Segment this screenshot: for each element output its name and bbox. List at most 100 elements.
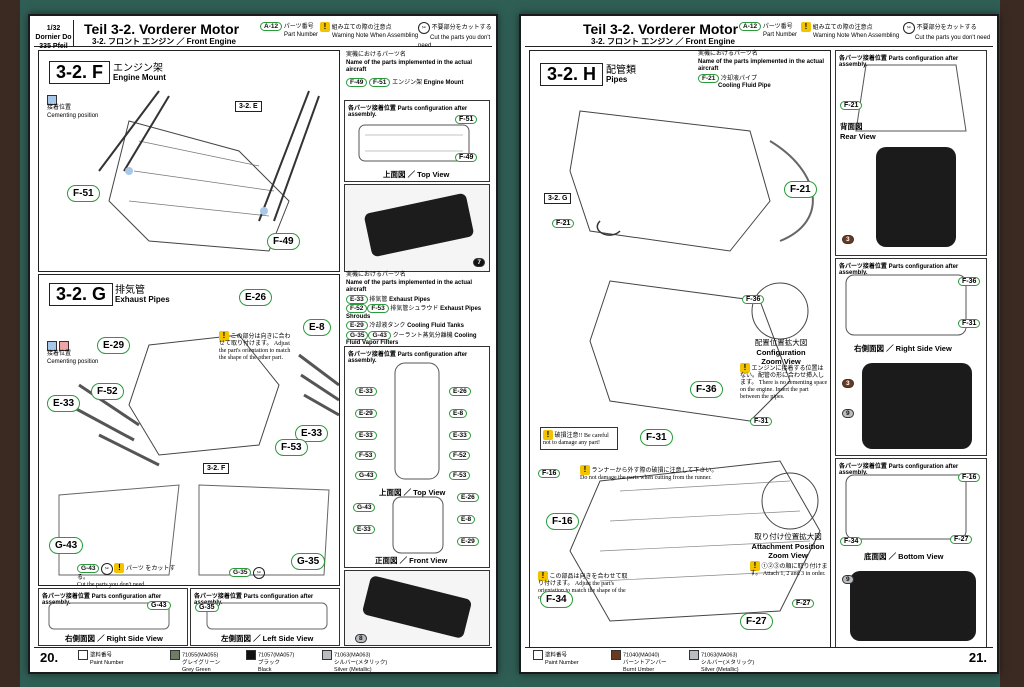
section-h-en: Pipes	[606, 75, 628, 84]
section-f-label: 3-2. F	[49, 61, 111, 84]
g35-cut-badge: G-35	[229, 568, 252, 577]
legend-part-en: Part Number	[284, 32, 319, 38]
right-legend-part: A-12 パーツ番号 Part Number	[739, 22, 797, 39]
part-f49: F-49	[267, 233, 300, 250]
h-right-config-jp: 各パーツ接着位置	[839, 264, 887, 270]
f-actual-en: Name of the parts implemented in the act…	[346, 59, 473, 74]
part-f51: F-51	[67, 185, 100, 202]
legend-warn-jp: 組み立ての際の注意点	[331, 25, 392, 31]
g-actual-en-3: Cooling Fluid Tanks	[407, 323, 464, 329]
h-rear-config-en: Parts configuration after assembly.	[839, 56, 959, 68]
f-photo-box: 7	[344, 184, 490, 272]
h-attach-zoom-jp: 取り付け位置拡大図	[754, 532, 822, 541]
g-part-e33-left: E-33	[47, 395, 81, 412]
f-photo-engine	[363, 192, 475, 258]
g-config-jp: 各パーツ接着位置	[348, 352, 396, 358]
g-part-e26: E-26	[239, 289, 273, 306]
cut-icon: ✂	[418, 22, 430, 34]
right-legend-cut: ✂ 不要部分をカットする Cut the parts you don't nee…	[903, 22, 990, 42]
left-paint-3: 71063(MA063) シルバー(メタリック) Silver (Metalli…	[322, 650, 388, 672]
right-page: Teil 3-2. Vorderer Motor 3-2. フロント エンジン …	[519, 14, 999, 674]
h-rear-config-jp: 各パーツ接着位置	[839, 56, 887, 62]
section-f-en: Engine Mount	[113, 73, 166, 82]
left-paint-3-jp: シルバー(メタリック)	[334, 660, 388, 666]
legend-part-jp: パーツ番号	[283, 24, 314, 30]
g-actual-en-1: Exhaust Pipes	[389, 296, 431, 303]
right-paint-2: 71063(MA063) シルバー(メタリック) Silver (Metalli…	[689, 650, 754, 673]
paint-swatch-silver-right	[689, 650, 699, 660]
right-paint-legend: 塗料番号 Paint Number	[533, 650, 579, 667]
page-subtitle: 3-2. フロント エンジン ／ Front Engine	[92, 37, 237, 46]
right-paint-2-en: Silver (Metallic)	[701, 666, 739, 673]
left-paint-2-jp: ブラック	[258, 660, 281, 666]
f-actual-item-jp: エンジン架	[392, 79, 423, 86]
g-warn-en: Adjust the part's orientation to match t…	[219, 341, 291, 361]
g-cfg-f52-a: F-52	[449, 451, 471, 460]
g-actual-jp-4: クーラント蒸気分離機	[392, 332, 453, 339]
f-paint-7: 7	[473, 258, 485, 267]
right-legend-cut-jp: 不要部分をカットする	[916, 25, 977, 31]
engine-mount-drawing	[98, 90, 320, 252]
g35-cut-note: G-35 ✂	[229, 567, 265, 579]
g-actual-jp-1: 排気管	[369, 296, 388, 303]
f-config-caption: 各パーツ接着位置 Parts configuration after assem…	[348, 103, 489, 118]
g-actual-jp-3: 冷却液タンク	[369, 323, 406, 329]
left-paint-2-code: 71057(MA057)	[258, 652, 295, 659]
g-part-f53: F-53	[275, 439, 308, 456]
paint-swatch-grey-green	[170, 650, 180, 660]
g-right-side-label: 右側面図 ／ Right Side View	[65, 634, 163, 643]
h-careful-icon: !	[543, 430, 553, 440]
h-bottom-config-en: Parts configuration after assembly.	[839, 464, 959, 476]
g-cfg-g43-b: G-43	[353, 503, 376, 512]
h-part-f34: F-34	[540, 591, 573, 608]
h-right-paint-9: 9	[842, 409, 854, 418]
g43-cut-en: Cut the parts you don't need.	[77, 582, 146, 588]
h-part-f16: F-16	[546, 513, 579, 530]
h-right-side-label: 右側面図 ／ Right Side View	[854, 344, 952, 353]
h-part-f31: F-31	[640, 429, 673, 446]
section-g-jp: 排気管	[115, 285, 145, 296]
left-paint-3-code: 71063(MA063)	[334, 652, 371, 659]
right-paint-jp: 塗料番号	[545, 652, 568, 659]
section-h: 3-2. H 配管類 Pipes 実機におけるパーツ名 Name of the …	[529, 50, 831, 648]
h-bottom-config-jp: 各パーツ接着位置	[839, 464, 887, 470]
h-actual-badge: F-21	[698, 73, 720, 83]
cement-jp: 接着位置	[47, 105, 72, 112]
g-cfg-e33-b: E-33	[355, 431, 377, 440]
h-actual-jp: 実機におけるパーツ名	[698, 51, 758, 57]
g43-cut-icon: ✂	[100, 563, 113, 575]
left-paint-1-en: Grey Green	[182, 666, 211, 673]
exhaust-drawing	[58, 334, 339, 576]
g-cfg-e26-b: E-26	[457, 493, 479, 502]
g-cfg-g43-a: G-43	[355, 471, 378, 480]
h-rear-paint-3: 3	[842, 235, 854, 244]
legend-cut-en: Cut the parts you don't need	[418, 35, 491, 49]
h-bottom-caption: 各パーツ接着位置 Parts configuration after assem…	[839, 461, 986, 476]
h-rear-caption: 各パーツ接着位置 Parts configuration after assem…	[839, 53, 986, 68]
g-cfg-e29-b: E-29	[457, 537, 479, 546]
legend-part: A-12 パーツ番号 Part Number	[260, 22, 318, 39]
legend-warn: ! 組み立ての際の注意点 Warning Note When Assemblin…	[320, 22, 418, 40]
left-paint-2-en: Black	[258, 666, 272, 673]
h-rear-box: 各パーツ接着位置 Parts configuration after assem…	[835, 50, 987, 256]
h-rear-view-jp: 背面図	[840, 122, 863, 131]
g-part-e29: E-29	[97, 337, 131, 354]
left-paint-1-jp: グレイグリーン	[182, 660, 221, 666]
g-part-f52: F-52	[91, 383, 124, 400]
h-part-f21-a: F-21	[784, 181, 817, 198]
g-photo-engine	[361, 575, 473, 639]
g-cfg-e26-a: E-26	[449, 387, 471, 396]
h-config-zoom-jp: 配置位置拡大図	[754, 338, 808, 347]
g-top-view-label: 上面図 ／ Top View	[379, 488, 446, 497]
section-g-en: Exhaust Pipes	[115, 295, 170, 304]
h-right-side-drawing	[845, 274, 967, 336]
g-cfg-e33-c: E-33	[449, 431, 471, 440]
g35-cut-icon: ✂	[252, 567, 265, 579]
g43-cut-note: G-43 ✂ ! パーツ をカットする。 Cut the parts you d…	[77, 563, 187, 589]
section-h-jp: 配管類	[606, 65, 636, 76]
section-f-jp: エンジン架	[113, 63, 163, 74]
paint-number-icon	[78, 650, 88, 660]
right-page-title: Teil 3-2. Vorderer Motor	[583, 21, 739, 37]
f-actual-parts: 実機におけるパーツ名 Name of the parts implemented…	[346, 52, 486, 87]
warning-icon: !	[320, 22, 330, 32]
